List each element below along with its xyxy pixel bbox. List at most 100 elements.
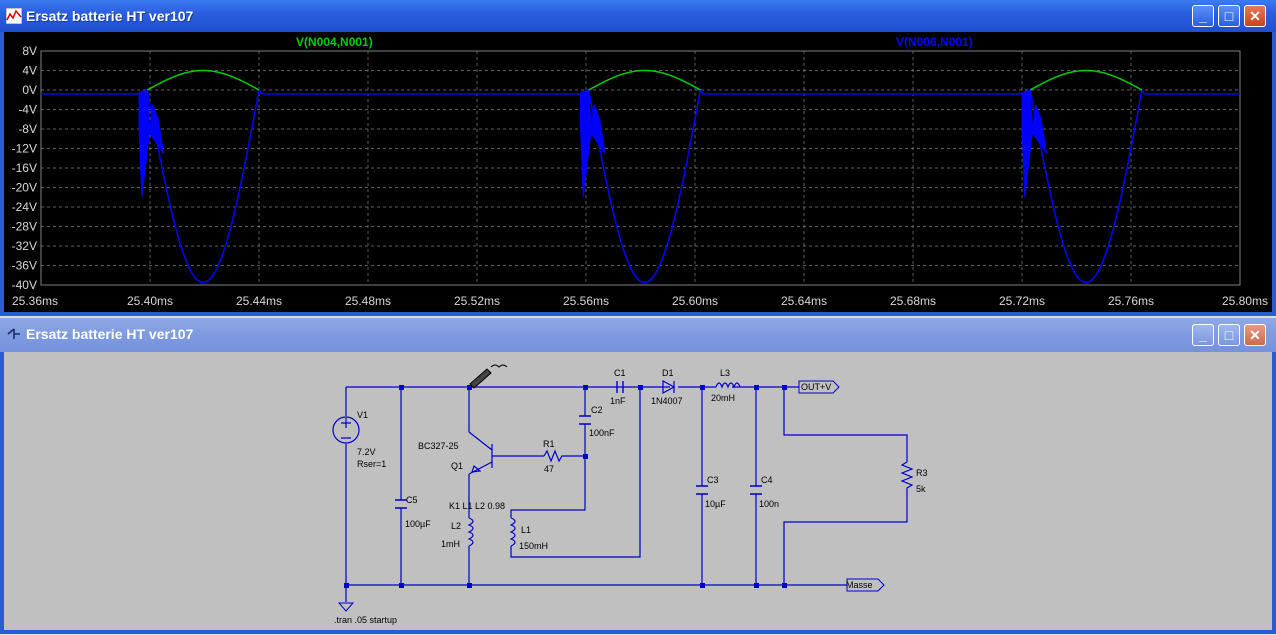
d1-value: 1N4007 <box>651 396 683 406</box>
x-axis-ticks: 25.36ms 25.40ms 25.44ms 25.48ms 25.52ms 25.56… <box>12 294 1268 308</box>
q1-label: Q1 <box>451 461 463 471</box>
c4-symbol[interactable] <box>750 485 762 495</box>
c2-symbol[interactable] <box>579 415 591 425</box>
maximize-button[interactable]: □ <box>1218 5 1240 27</box>
y-tick-label: -24V <box>12 200 37 214</box>
l3-label: L3 <box>720 368 730 378</box>
probe-cursor-icon <box>469 364 508 389</box>
maximize-button[interactable]: □ <box>1218 324 1240 346</box>
schematic-canvas[interactable]: V1 7.2V Rser=1 C5 100µF BC327-25 Q1 R1 4… <box>4 352 1272 630</box>
c1-symbol[interactable] <box>616 381 624 393</box>
schematic-window-title: Ersatz batterie HT ver107 <box>26 326 194 342</box>
y-tick-label: -12V <box>12 142 37 156</box>
trace-blue-line <box>41 88 1240 284</box>
close-button[interactable]: ✕ <box>1244 324 1266 346</box>
c1-label: C1 <box>614 368 626 378</box>
q1-transistor-symbol[interactable] <box>468 431 493 475</box>
d1-label: D1 <box>662 368 674 378</box>
waveform-window-title: Ersatz batterie HT ver107 <box>26 8 194 24</box>
y-tick-label: 4V <box>22 64 37 78</box>
l1-label: L1 <box>521 525 531 535</box>
x-tick-label: 25.80ms <box>1222 294 1268 308</box>
trace-label-blue[interactable]: V(N006,N001) <box>896 35 973 49</box>
v1-value: 7.2V <box>357 447 376 457</box>
x-tick-label: 25.40ms <box>127 294 173 308</box>
minimize-button[interactable]: _ <box>1192 324 1214 346</box>
wires <box>345 386 908 602</box>
r1-resistor-symbol[interactable] <box>543 449 564 463</box>
c3-symbol[interactable] <box>696 485 708 495</box>
coupling-k1: K1 L1 L2 0.98 <box>449 501 505 511</box>
r3-resistor-symbol[interactable] <box>900 461 914 500</box>
out-net-flag[interactable] <box>798 380 840 394</box>
v1-label: V1 <box>357 410 368 420</box>
close-button[interactable]: ✕ <box>1244 5 1266 27</box>
c5-symbol[interactable] <box>395 499 407 509</box>
c5-value: 100µF <box>405 519 431 529</box>
l1-value: 150mH <box>519 541 548 551</box>
x-tick-label: 25.52ms <box>454 294 500 308</box>
l2-inductor-symbol[interactable] <box>467 517 474 547</box>
c4-label: C4 <box>761 475 773 485</box>
y-tick-label: -20V <box>12 181 37 195</box>
x-tick-label: 25.76ms <box>1108 294 1154 308</box>
y-tick-label: 8V <box>22 44 37 58</box>
ground-icon <box>337 602 355 612</box>
schematic-window: Ersatz batterie HT ver107 _ □ ✕ <box>0 318 1276 634</box>
trace-blue-ringing <box>580 89 606 198</box>
trace-green-line <box>146 69 260 91</box>
trace-green-line <box>1029 69 1143 91</box>
x-tick-label: 25.36ms <box>12 294 58 308</box>
schematic-app-icon <box>7 328 20 339</box>
c3-value: 10µF <box>705 499 726 509</box>
waveform-app-icon <box>6 8 22 24</box>
waveform-titlebar[interactable]: Ersatz batterie HT ver107 _ □ ✕ <box>0 0 1276 32</box>
trace-label-green[interactable]: V(N004,N001) <box>296 35 373 49</box>
c2-label: C2 <box>591 405 603 415</box>
r1-value: 47 <box>544 464 554 474</box>
r3-value: 5k <box>916 484 926 494</box>
trace-green-line <box>588 69 701 91</box>
x-tick-label: 25.44ms <box>236 294 282 308</box>
schematic-titlebar[interactable]: Ersatz batterie HT ver107 _ □ ✕ <box>0 318 1276 352</box>
plot-grid <box>40 50 1241 286</box>
y-axis-ticks: 8V4V0V-4V-8V-12V-16V-20V-24V-28V-32V-36V… <box>12 44 37 292</box>
x-tick-label: 25.68ms <box>890 294 936 308</box>
d1-diode-symbol[interactable] <box>662 379 676 395</box>
y-tick-label: -28V <box>12 220 37 234</box>
schematic-drawing[interactable]: V1 7.2V Rser=1 C5 100µF BC327-25 Q1 R1 4… <box>4 352 1272 630</box>
x-tick-label: 25.64ms <box>781 294 827 308</box>
plot-traces <box>41 69 1240 284</box>
minimize-button[interactable]: _ <box>1192 5 1214 27</box>
v1-source-symbol[interactable] <box>332 416 360 444</box>
c2-value: 100nF <box>589 428 615 438</box>
l2-label: L2 <box>451 521 461 531</box>
l2-value: 1mH <box>441 539 460 549</box>
c3-label: C3 <box>707 475 719 485</box>
c4-value: 100n <box>759 499 779 509</box>
y-tick-label: -4V <box>18 103 37 117</box>
out-net-label: OUT+V <box>801 382 831 392</box>
junctions <box>344 385 787 588</box>
l3-inductor-symbol[interactable] <box>715 382 741 389</box>
spice-directive[interactable]: .tran .05 startup <box>334 615 397 625</box>
masse-net-label: Masse <box>846 580 873 590</box>
y-tick-label: -8V <box>18 122 37 136</box>
v1-rser: Rser=1 <box>357 459 386 469</box>
waveform-plot[interactable]: 8V4V0V-4V-8V-12V-16V-20V-24V-28V-32V-36V… <box>4 32 1272 312</box>
x-tick-label: 25.48ms <box>345 294 391 308</box>
masse-net-flag[interactable] <box>846 578 885 592</box>
r3-label: R3 <box>916 468 928 478</box>
q1-model: BC327-25 <box>418 441 459 451</box>
trace-blue-ringing <box>138 89 165 198</box>
trace-blue-ringing <box>1021 89 1048 198</box>
c1-value: 1nF <box>610 396 626 406</box>
x-tick-label: 25.56ms <box>563 294 609 308</box>
l3-value: 20mH <box>711 393 735 403</box>
l1-inductor-symbol[interactable] <box>509 517 516 547</box>
y-tick-label: -40V <box>12 278 37 292</box>
x-tick-label: 25.72ms <box>999 294 1045 308</box>
x-tick-label: 25.60ms <box>672 294 718 308</box>
